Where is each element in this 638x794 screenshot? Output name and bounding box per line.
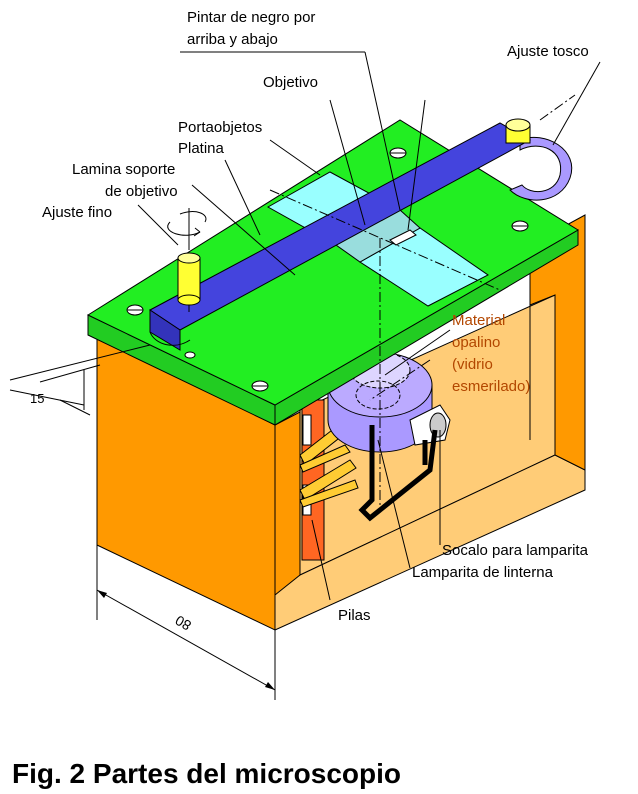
- label-ajuste-tosco: Ajuste tosco: [507, 43, 589, 60]
- wire: [358, 425, 438, 522]
- platform-top: [86, 119, 579, 406]
- labels: Pintar de negro por arriba y abajo Ajust…: [12, 9, 589, 789]
- fine-adjust-knob: [177, 257, 201, 301]
- arm-curl: [509, 136, 573, 201]
- label-lamina-2: de objetivo: [105, 183, 178, 200]
- label-material-4: esmerilado): [452, 378, 530, 395]
- clip-2: [299, 459, 357, 501]
- leader-lines: [9, 51, 601, 700]
- label-pintar: Pintar de negro por: [187, 9, 315, 26]
- dimension-15: 15: [30, 391, 44, 406]
- figure-caption: Fig. 2 Partes del microscopio: [12, 758, 401, 789]
- box-front-right-face: [274, 411, 301, 597]
- label-socalo: Socalo para lamparita: [442, 542, 589, 559]
- dimension-80: 80: [172, 612, 194, 634]
- label-platina: Platina: [178, 140, 225, 157]
- rotation-arrow-icon: [167, 208, 207, 250]
- label-pilas: Pilas: [338, 607, 371, 624]
- label-material: Material: [452, 312, 505, 329]
- screws: [126, 147, 529, 392]
- label-pintar-2: arriba y abajo: [187, 31, 278, 48]
- centre-lines: [269, 94, 576, 505]
- label-material-2: opalino: [452, 334, 500, 351]
- label-lamparita: Lamparita de linterna: [412, 564, 554, 581]
- batteries: [299, 399, 359, 561]
- label-material-3: (vidrio: [452, 356, 493, 373]
- label-objetivo: Objetivo: [263, 74, 318, 91]
- label-ajuste-fino: Ajuste fino: [42, 204, 112, 221]
- label-lamina: Lamina soporte: [72, 161, 175, 178]
- lens: [389, 229, 417, 246]
- objective-arm: [149, 118, 573, 359]
- label-portaobjetos: Portaobjetos: [178, 119, 262, 136]
